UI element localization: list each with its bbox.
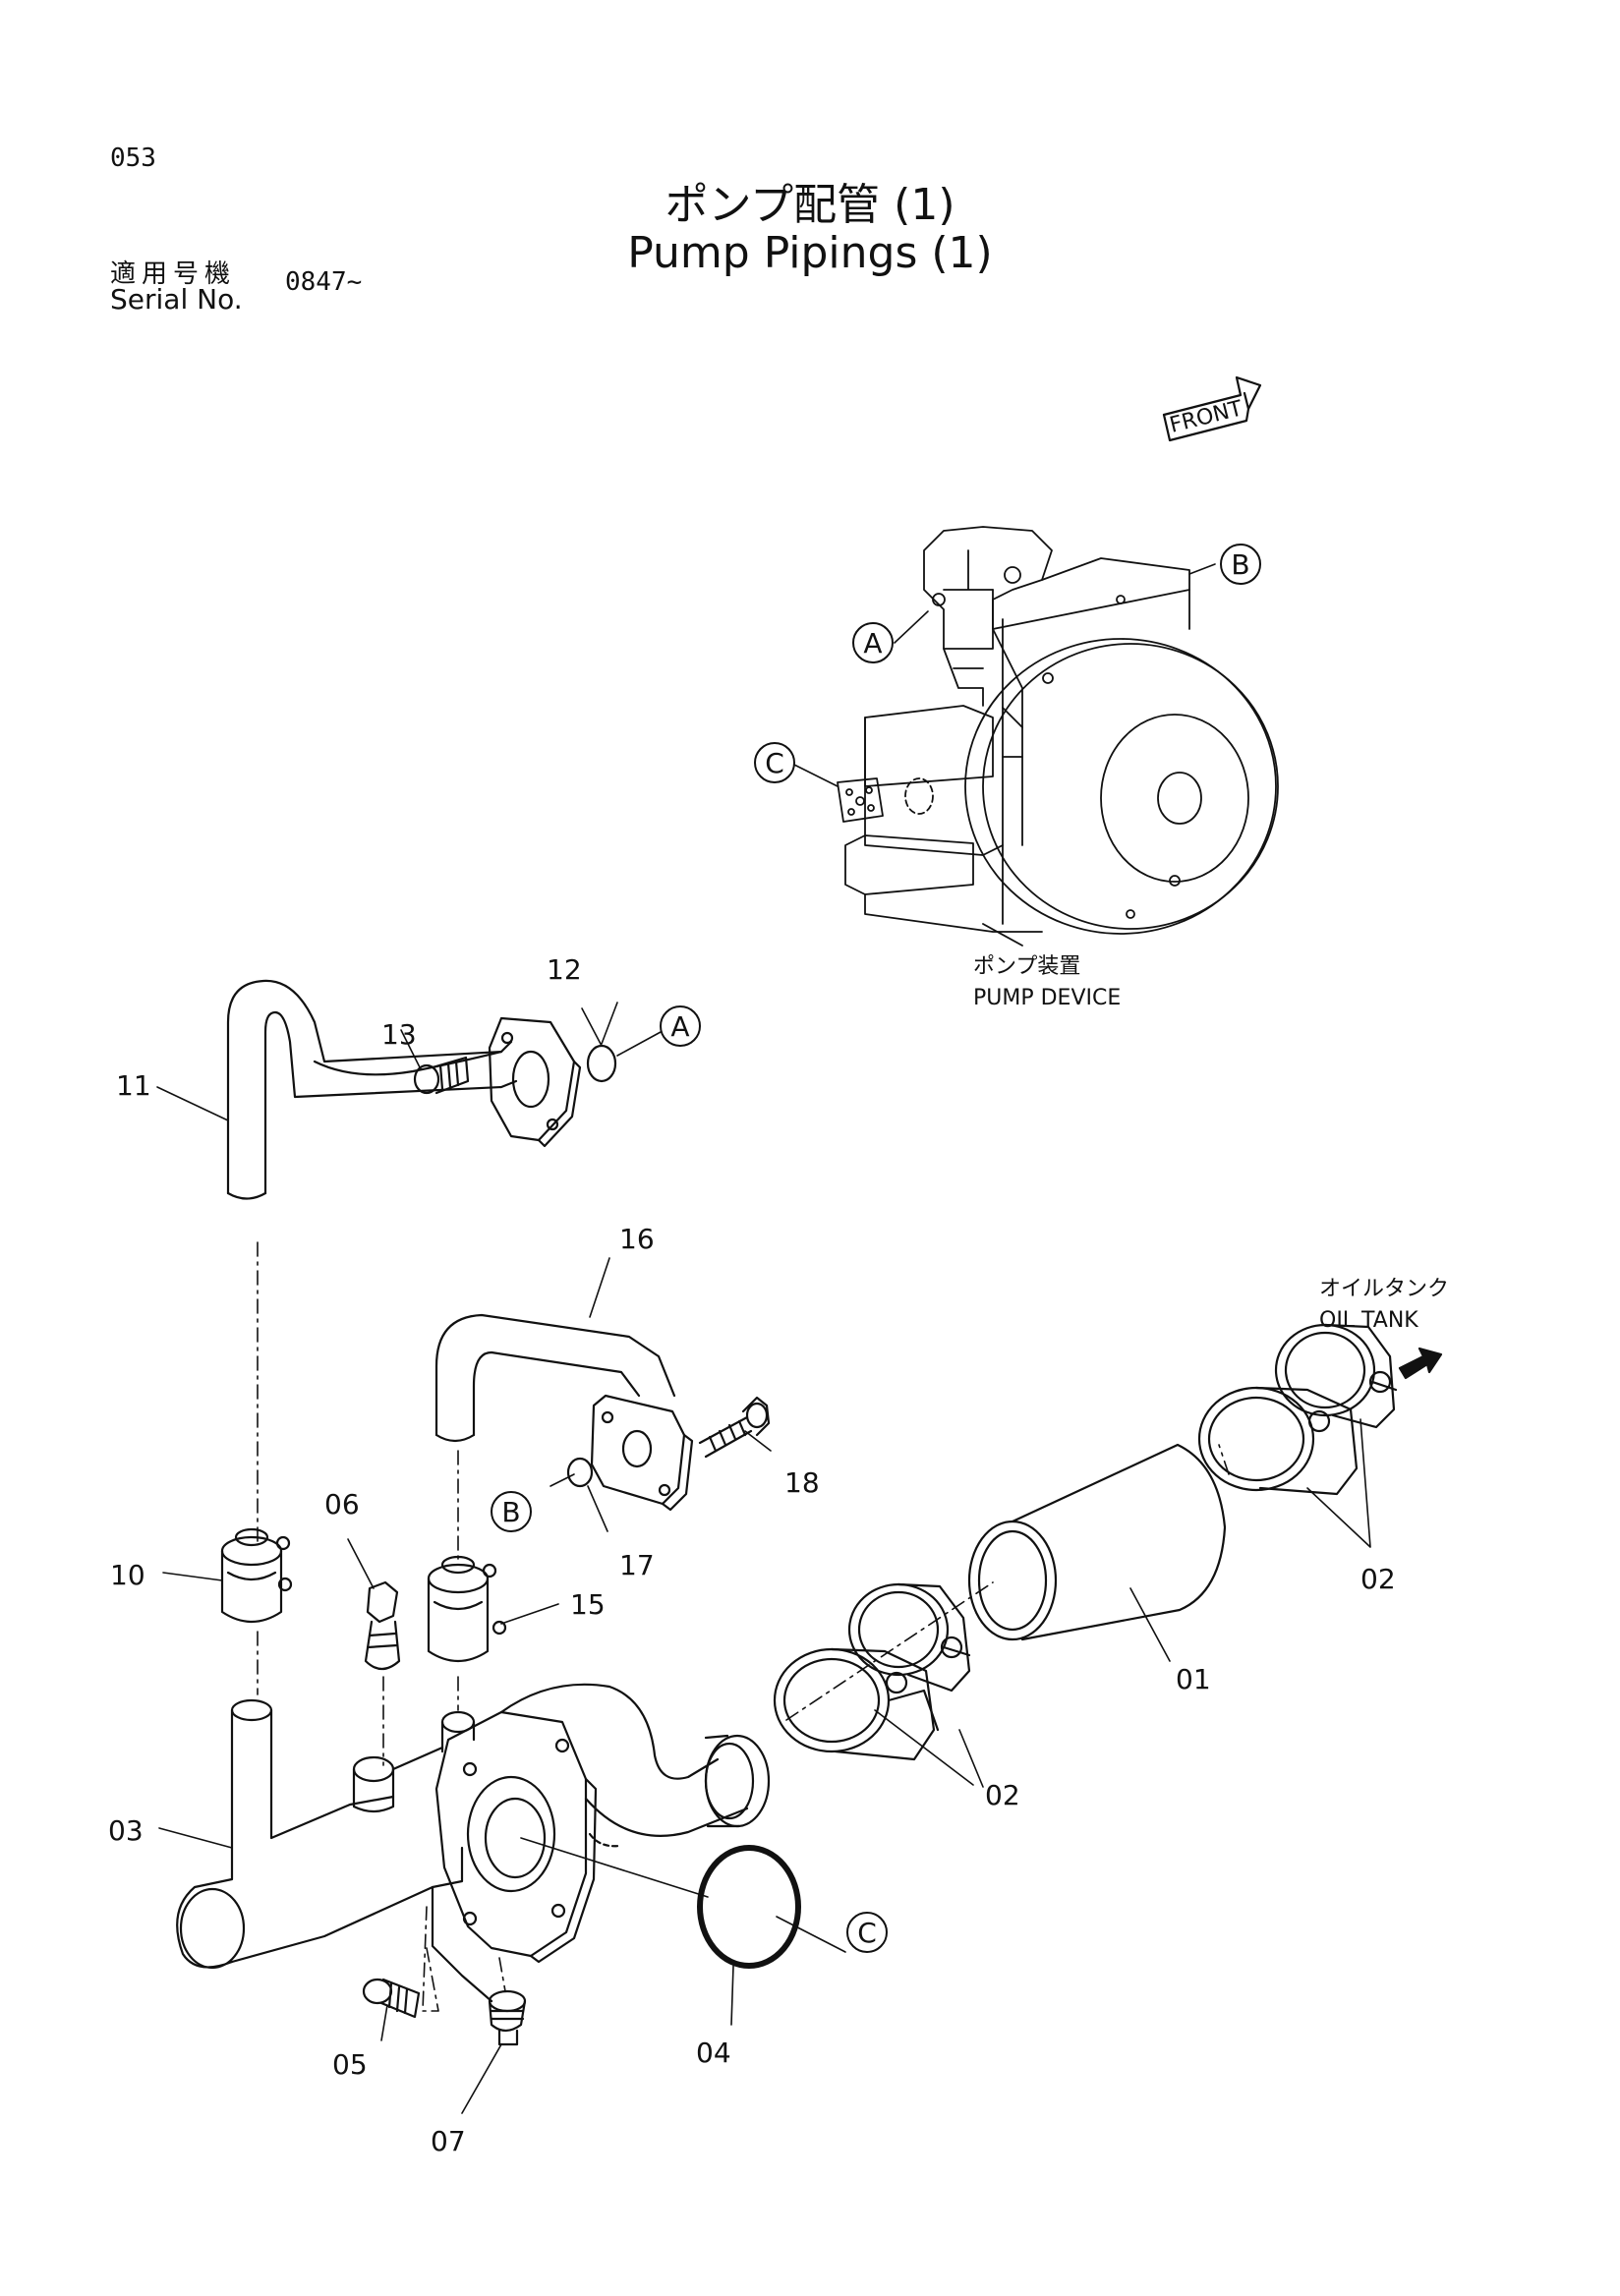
part-05-bolt xyxy=(362,1978,421,2019)
part-15-adapter xyxy=(427,1555,507,1662)
pump-device-label-en: PUMP DEVICE xyxy=(973,986,1121,1010)
part-02-clamps-lower xyxy=(773,1582,971,1761)
oil-tank-direction-icon xyxy=(1398,1347,1443,1380)
part-03-flange-body xyxy=(434,1710,598,1964)
oil-tank-label-en: OIL TANK xyxy=(1319,1308,1418,1333)
leader-lines xyxy=(156,563,1371,2114)
part-13-bolt xyxy=(413,1056,470,1095)
part-06-plug xyxy=(364,1580,401,1671)
callout-17: 17 xyxy=(619,1549,655,1581)
callout-04: 04 xyxy=(696,2037,731,2069)
callout-12: 12 xyxy=(547,953,582,986)
callout-10: 10 xyxy=(110,1559,145,1591)
reference-circles xyxy=(491,544,1261,1953)
ref-b-flange: B xyxy=(501,1496,520,1528)
part-12-oring xyxy=(586,1044,617,1083)
serial-label-japanese: 適用号機 xyxy=(110,259,237,289)
callout-01: 01 xyxy=(1176,1663,1211,1695)
part-17-oring xyxy=(566,1457,594,1488)
serial-number-value: 0847~ xyxy=(285,267,363,297)
callout-05: 05 xyxy=(332,2048,368,2081)
part-02-clamps-upper xyxy=(1197,1323,1398,1496)
part-16-pipe xyxy=(434,1313,676,1443)
part-10-adapter xyxy=(220,1527,293,1623)
ref-c-pump: C xyxy=(765,747,784,779)
front-arrow-icon: FRONT xyxy=(1162,375,1262,442)
ref-b-pump: B xyxy=(1231,548,1249,581)
callout-07: 07 xyxy=(431,2125,466,2157)
ref-a-flange: A xyxy=(670,1010,689,1043)
page-title-english: Pump Pipings (1) xyxy=(627,228,993,278)
callout-16: 16 xyxy=(619,1223,655,1255)
part-18-bolt xyxy=(698,1396,771,1459)
part-03-elbow xyxy=(499,1683,771,1848)
part-07-plug xyxy=(488,1989,527,2046)
callout-03: 03 xyxy=(108,1814,144,1847)
part-11-pipe xyxy=(226,979,518,1200)
part-03-manifold xyxy=(176,1698,493,2003)
page-title-japanese: ポンプ配管 (1) xyxy=(665,180,955,230)
ref-c-oring: C xyxy=(857,1917,877,1949)
callout-13: 13 xyxy=(381,1018,417,1051)
callout-02-upper: 02 xyxy=(1360,1563,1396,1595)
callout-02-lower: 02 xyxy=(985,1779,1020,1811)
part-11-flange xyxy=(488,1016,582,1148)
part-01-hose xyxy=(967,1443,1227,1641)
oil-tank-label-jp: オイルタンク xyxy=(1319,1277,1449,1301)
serial-label-english: Serial No. xyxy=(110,283,243,316)
pump-device-illustration xyxy=(837,526,1279,947)
callout-11: 11 xyxy=(116,1069,151,1102)
callout-15: 15 xyxy=(570,1588,606,1621)
pump-device-label-jp: ポンプ装置 xyxy=(973,954,1080,979)
page-number: 053 xyxy=(110,144,156,173)
ref-a-pump: A xyxy=(863,627,882,660)
callout-06: 06 xyxy=(324,1488,360,1521)
callout-18: 18 xyxy=(784,1466,820,1499)
part-16-flange xyxy=(590,1394,694,1512)
part-04-oring xyxy=(697,1845,801,1969)
